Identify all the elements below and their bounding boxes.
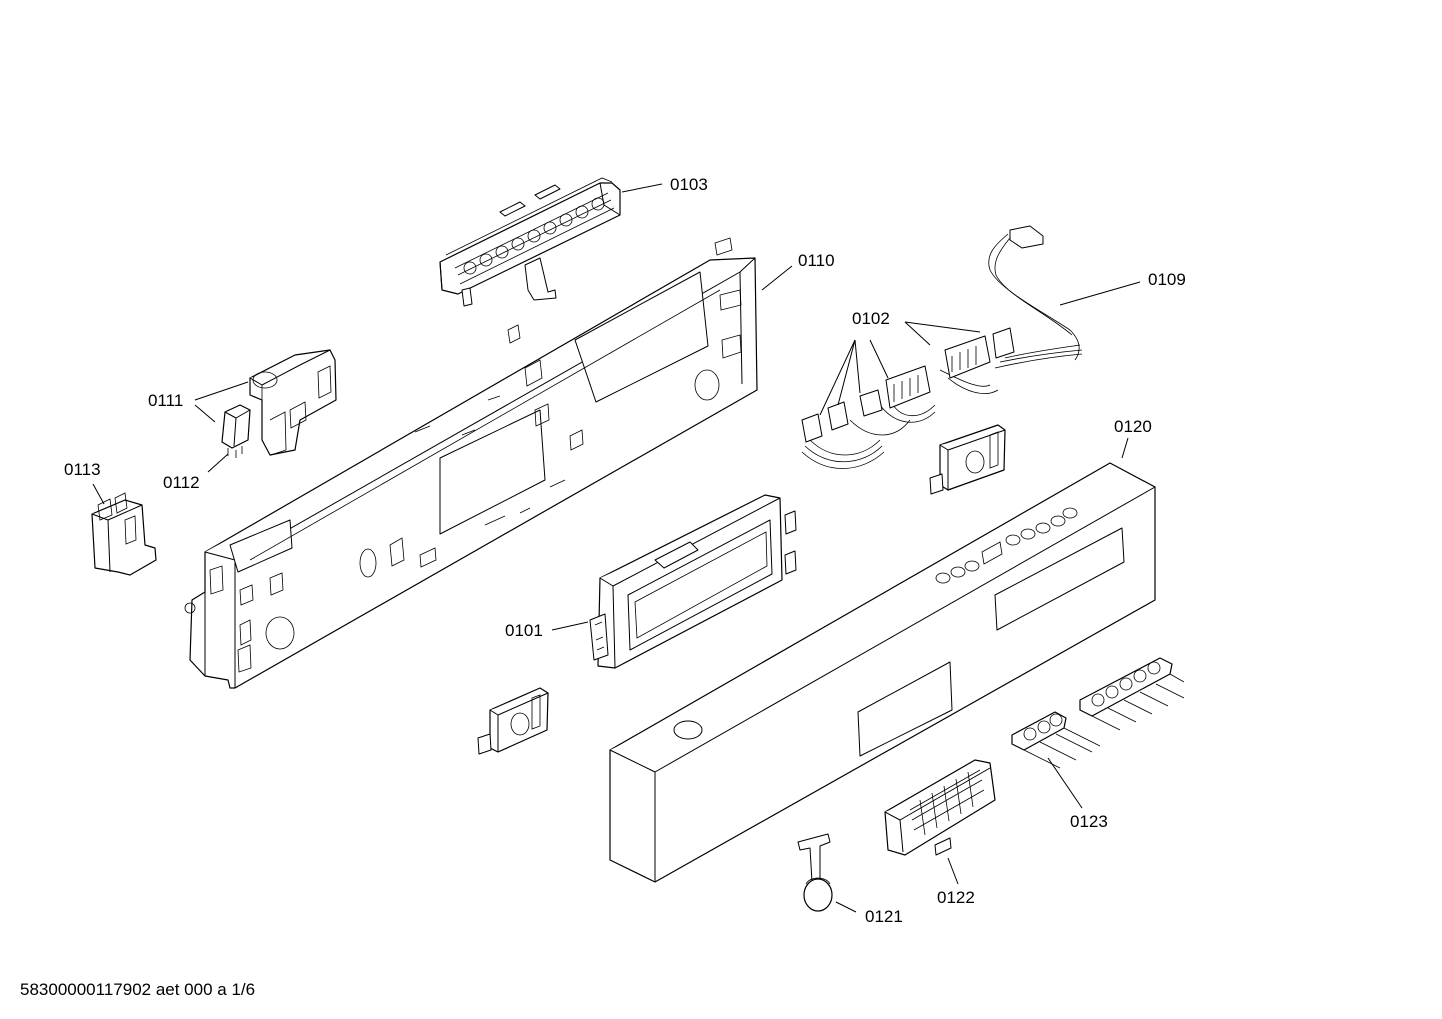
part-0110-frame xyxy=(184,237,758,689)
drawing-reference-footer: 58300000117902 aet 000 a 1/6 xyxy=(20,980,256,999)
part-0121-knob xyxy=(797,833,833,912)
part-0101-display-module xyxy=(589,494,797,669)
label-0103: 0103 xyxy=(670,175,708,194)
part-0122-grip xyxy=(884,759,996,856)
part-0102-connectors xyxy=(801,327,1015,443)
part-clip-upper xyxy=(929,424,1006,495)
label-0101: 0101 xyxy=(505,621,543,640)
label-0122: 0122 xyxy=(937,888,975,907)
part-0111-relay xyxy=(249,349,337,456)
part-0109-wiring-harness xyxy=(801,225,1083,469)
label-0113: 0113 xyxy=(64,460,101,479)
part-0103-switch-block xyxy=(439,177,621,307)
label-0102: 0102 xyxy=(852,309,890,328)
label-0112: 0112 xyxy=(163,473,200,492)
label-0121: 0121 xyxy=(865,907,903,926)
part-0120-front-panel xyxy=(609,462,1156,883)
label-0110: 0110 xyxy=(798,251,835,270)
label-0120: 0120 xyxy=(1114,417,1152,436)
label-0109: 0109 xyxy=(1148,270,1186,289)
label-0123: 0123 xyxy=(1070,812,1108,831)
leader-lines xyxy=(92,183,1141,913)
part-clip-lower xyxy=(477,687,549,755)
part-0112-suppressor xyxy=(221,404,251,458)
label-0111: 0111 xyxy=(148,391,183,410)
part-0123-button-strips xyxy=(1011,657,1185,769)
part-labels: 0103 0110 0109 0102 0111 0112 0113 0120 … xyxy=(64,175,1186,926)
part-0113-connector xyxy=(91,492,157,576)
